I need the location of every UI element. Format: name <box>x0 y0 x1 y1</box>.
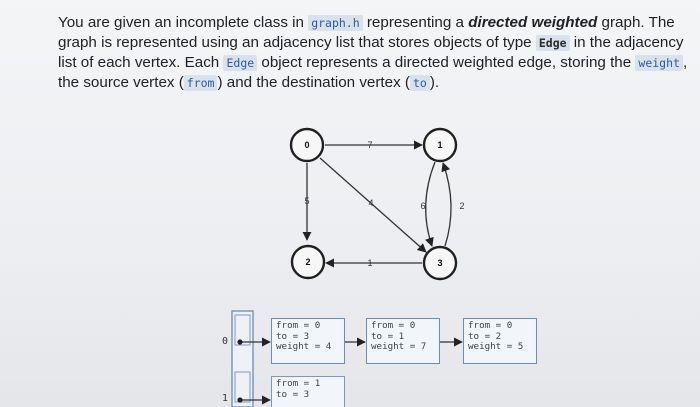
code-to: to <box>409 75 430 91</box>
text-run: graph. The graph is represented using an… <box>58 14 675 51</box>
array-slot-1 <box>234 371 251 403</box>
edge-node-0-1: from = 0 to = 1 weight = 7 <box>366 318 440 364</box>
edge-node-0-3: from = 0 to = 3 weight = 4 <box>271 318 345 364</box>
edge-from: from = 1 <box>276 378 321 389</box>
edge-node-0-2: from = 0 to = 2 weight = 5 <box>463 318 537 364</box>
text-run: object represents a directed weighted ed… <box>257 54 636 71</box>
edge-weight: weight = 4 <box>276 341 332 352</box>
edge-to: to = 3 <box>276 388 310 400</box>
edge-0-3-weight: 4 <box>368 198 373 208</box>
edge-from: from = 0 <box>371 320 416 331</box>
edge-from: from = 0 <box>468 320 513 331</box>
edge-0-3 <box>319 157 427 253</box>
edge-weight: weight = 5 <box>468 341 524 352</box>
emphasis-directed-weighted: directed weighted <box>468 14 598 31</box>
code-graph-h: graph.h <box>308 15 363 31</box>
edge-3-2-weight: 1 <box>367 258 372 268</box>
edge-to: to = 3 <box>276 330 310 342</box>
graph-node-0: 0 <box>289 127 325 163</box>
adjacency-index-1: 1 <box>222 393 229 404</box>
node-1-label: 1 <box>437 140 442 150</box>
code-weight: weight <box>635 55 683 71</box>
edge-weight: weight = 7 <box>371 341 427 352</box>
code-edge: Edge <box>535 35 570 51</box>
adjacency-index-0: 0 <box>222 336 229 347</box>
text-run: , the source vertex ( <box>58 54 688 91</box>
text-run: in the adjacency list of each vertex. Ea… <box>58 34 684 71</box>
edge-3-1 <box>441 162 452 247</box>
node-3-label: 3 <box>437 258 442 268</box>
edge-from: from = 0 <box>276 320 321 331</box>
pointer-0-dot <box>237 339 243 345</box>
edge-0-2-weight: 5 <box>304 196 309 206</box>
pointer-1-dot <box>237 397 243 403</box>
edge-1-3 <box>425 161 436 247</box>
edge-0-1-weight: 7 <box>367 140 372 150</box>
edge-to: to = 1 <box>371 330 405 342</box>
node-2-label: 2 <box>305 257 310 267</box>
text-run: ) and the destination vertex ( <box>217 74 410 91</box>
code-from: from <box>183 75 218 91</box>
array-slot-0 <box>234 314 251 346</box>
edge-1-3-weight: 6 <box>420 201 425 211</box>
node-0-label: 0 <box>304 140 309 150</box>
text-run: representing a <box>362 14 469 31</box>
problem-statement: You are given an incomplete class in gra… <box>58 13 698 93</box>
edge-3-1-weight: 2 <box>459 201 464 211</box>
graph-node-3: 3 <box>422 245 458 281</box>
graph-node-2: 2 <box>290 244 326 280</box>
edge-to: to = 2 <box>468 330 502 342</box>
adjacency-array <box>231 310 254 407</box>
text-run: ). <box>429 74 440 91</box>
text-run: You are given an incomplete class in <box>58 14 309 31</box>
edge-node-1-3: from = 1 to = 3 <box>271 376 345 407</box>
graph-node-1: 1 <box>422 127 458 163</box>
code-edge-2: Edge <box>223 55 258 71</box>
